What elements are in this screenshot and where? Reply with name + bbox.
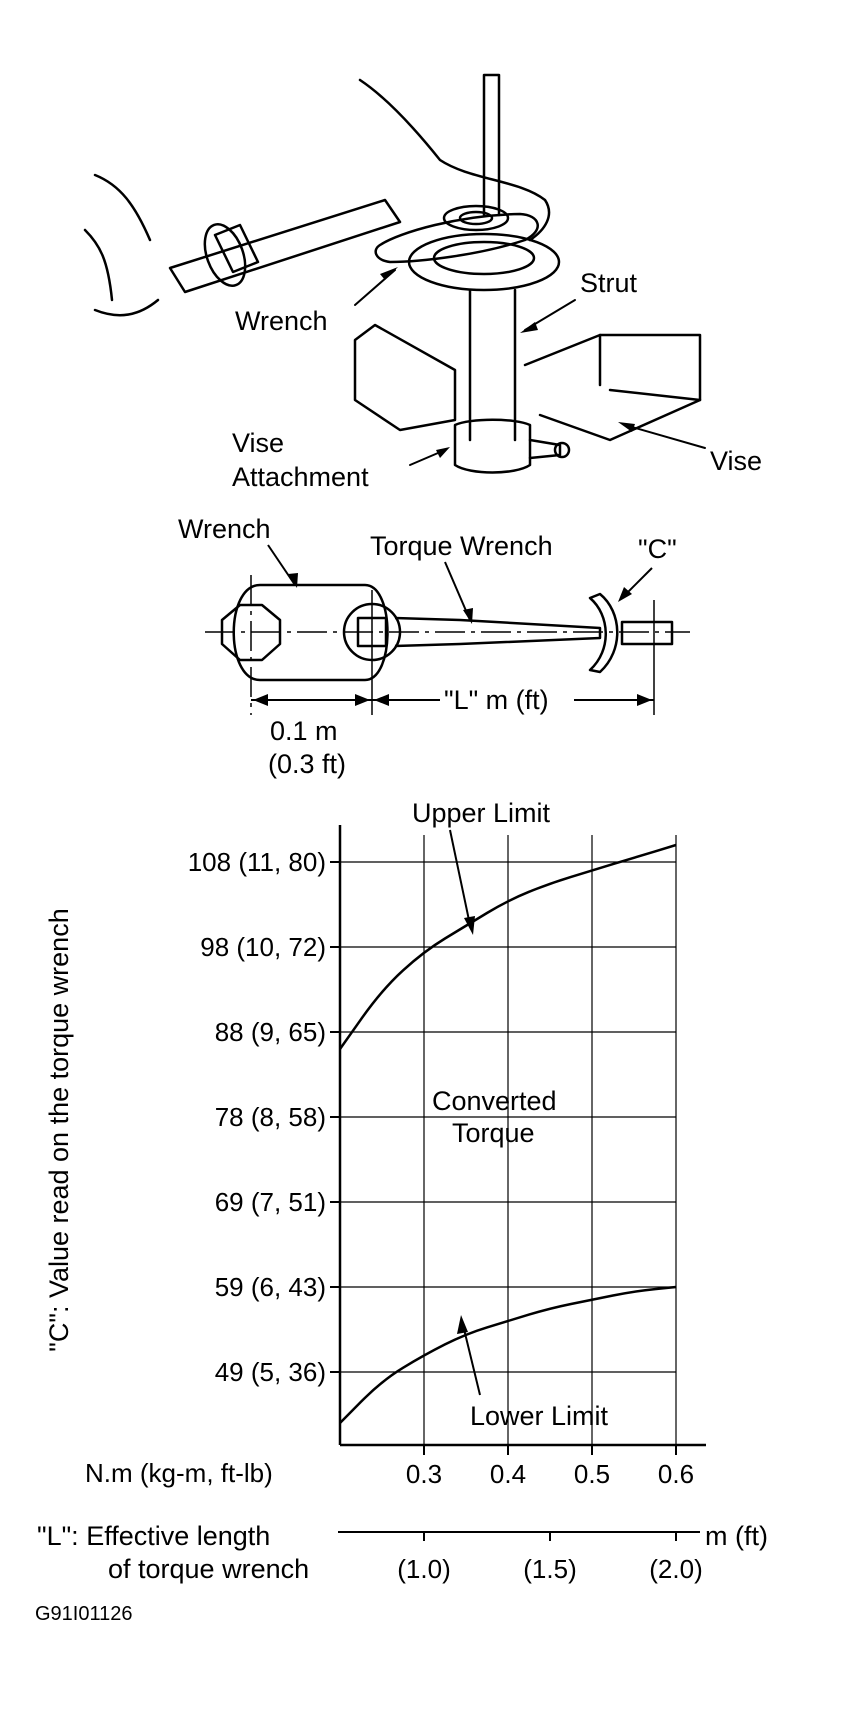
chart-series [338,843,677,1424]
x-label-line2: of torque wrench [108,1554,309,1584]
lower-limit-curve [339,1285,677,1424]
label-c-mark: "C" [638,534,677,564]
label-offset-m: 0.1 m [270,716,338,746]
torque-chart: 108 (11, 80) 98 (10, 72) 88 (9, 65) 78 (8, … [188,825,706,1584]
x-tick-label: 0.4 [490,1459,526,1489]
ft-tick-label: (1.5) [523,1554,576,1584]
label-wrench-top: Wrench [235,306,328,336]
y-tick-label: 78 (8, 58) [215,1102,326,1132]
leader-arrowheads [380,267,635,458]
upper-limit-leader [449,829,471,926]
series-label-lower: Lower Limit [470,1401,609,1431]
upper-limit-curve [338,843,677,1050]
x-unit-label: m (ft) [705,1521,768,1551]
chart-grid [340,835,677,1445]
right-hand-outline [358,78,551,242]
strut-vise-illustration [83,73,706,474]
label-strut: Strut [580,268,638,298]
wrench-head [374,212,539,264]
chart-tick-labels: 108 (11, 80) 98 (10, 72) 88 (9, 65) 78 (8, … [188,847,703,1584]
x-label-line1: "L": Effective length [37,1521,270,1551]
label-vise: Vise [710,446,762,476]
ft-tick-label: (1.0) [397,1554,450,1584]
vise-jaw-right [523,333,702,442]
left-hand-outline [83,173,160,317]
wrench-mid-leader [267,544,296,586]
y-tick-label: 98 (10, 72) [200,932,326,962]
annotation-converted: Converted [432,1086,557,1116]
torque-wrench-grip [620,620,674,646]
y-tick-label: 59 (6, 43) [215,1272,326,1302]
ft-tick-label: (2.0) [649,1554,702,1584]
label-vise-attachment-1: Vise [232,428,284,458]
y-unit-label: N.m (kg-m, ft-lb) [85,1458,273,1488]
lower-limit-leader [462,1324,481,1396]
label-length-l: "L" m (ft) [444,685,549,715]
figure-code: G91I01126 [35,1603,133,1625]
label-torque-wrench: Torque Wrench [370,531,553,561]
wrench-outline [232,583,389,682]
torque-scale [588,592,619,674]
vise-attachment [453,418,532,474]
annotation-torque: Torque [452,1118,535,1148]
torque-wrench-body [394,616,602,648]
strut-body [468,288,517,442]
vise-jaw-left [353,323,457,432]
chart-axes [330,825,706,1541]
schematic-arrowheads [253,573,652,706]
vise-leader [624,424,706,449]
y-tick-label: 88 (9, 65) [215,1017,326,1047]
wrench-nut-octagon [220,603,282,662]
y-tick-label: 69 (7, 51) [215,1187,326,1217]
lower-limit-arrowhead [457,1315,468,1334]
label-wrench-mid: Wrench [178,514,271,544]
y-axis-title: "C": Value read on the torque wrench [44,908,74,1351]
spring-seat [407,232,561,292]
x-tick-label: 0.3 [406,1459,442,1489]
torque-wrench-handle [168,198,402,294]
upper-limit-arrowhead [464,916,475,935]
piston-rod [482,73,501,217]
label-offset-ft: (0.3 ft) [268,749,346,779]
label-vise-attachment-2: Attachment [232,462,369,492]
y-tick-label: 49 (5, 36) [215,1357,326,1387]
x-tick-label: 0.6 [658,1459,694,1489]
y-tick-label: 108 (11, 80) [188,847,326,877]
series-label-upper: Upper Limit [412,798,551,828]
x-tick-label: 0.5 [574,1459,610,1489]
